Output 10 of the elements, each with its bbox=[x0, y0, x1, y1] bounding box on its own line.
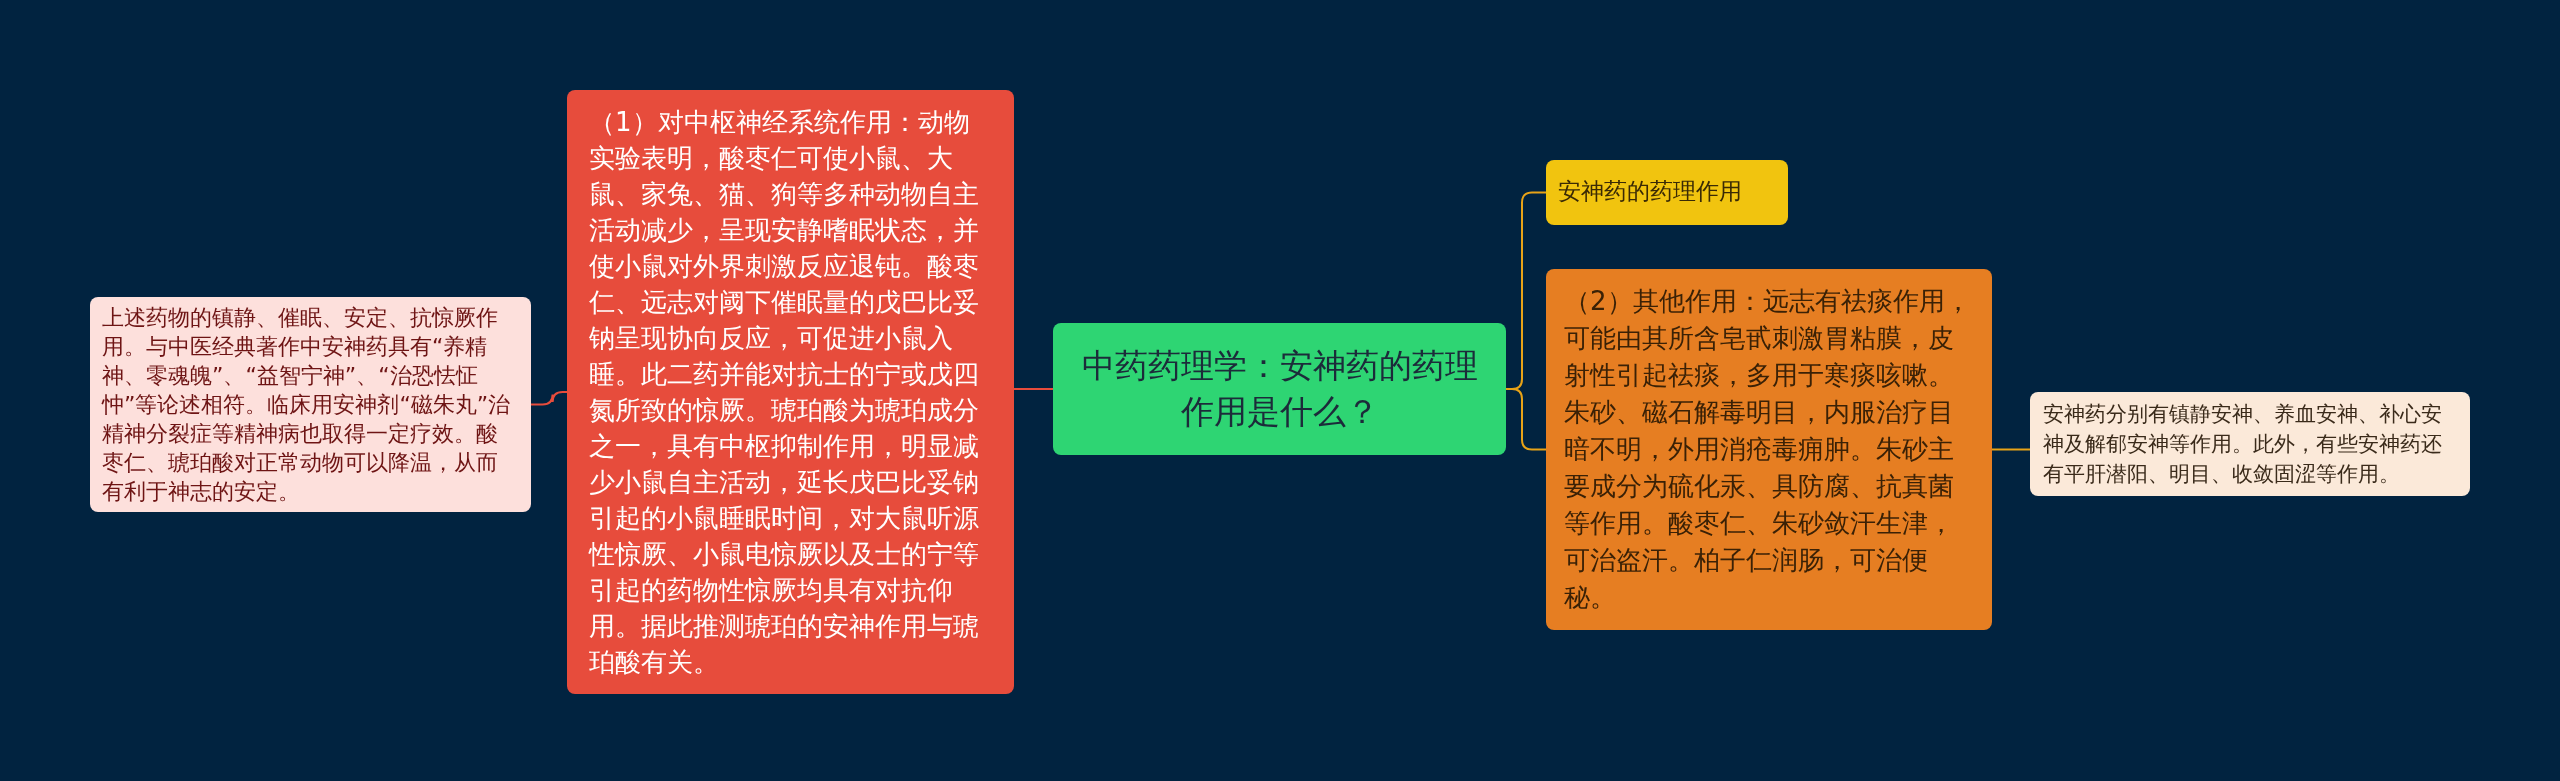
note-box: 上述药物的镇静、催眠、安定、抗惊厥作用。与中医经典著作中安神药具有“养精神、零魂魄”、“益智宁神”、“治恐怯怔忡”等论述相符。临床用安神剂“磁朱丸”治精神分裂症等精神病也取得一定疗效。酸枣仁、琥珀酸对正常动物可以降温，从而有利于神志的安定。 bbox=[90, 297, 531, 512]
connector-line bbox=[530, 391, 568, 406]
branch-box: 安神药的药理作用 bbox=[1546, 160, 1788, 225]
content-box: （1）对中枢神经系统作用：动物实验表明，酸枣仁可使小鼠、大鼠、家兔、猫、狗等多种动物自主活动减少，呈现安静嗜眠状态，并使小鼠对外界刺激反应退钝。酸枣仁、远志对阈下催眠量的戊巴比妥钠呈现协向反应，可促进小鼠入睡。此二药并能对抗士的宁或戊四氮所致的惊厥。琥珀酸为琥珀成分之一，具有中枢抑制作用，明显减少小鼠自主活动，延长戊巴比妥钠引起的小鼠睡眠时间，对大鼠听源性惊厥、小鼠电惊厥以及士的宁等引起的药物性惊厥均具有对抗仰用。据此推测琥珀的安神作用与琥珀酸有关。 bbox=[567, 90, 1014, 694]
content-box: （2）其他作用：远志有祛痰作用，可能由其所含皂甙刺激胃粘膜，皮射性引起祛痰，多用于寒痰咳嗽。朱砂、磁石解毒明目，内服治疗目暗不明，外用消疮毒痈肿。朱砂主要成分为硫化汞、具防腐、抗真菌等作用。酸枣仁、朱砂敛汗生津，可治盗汗。柏子仁润肠，可治便秘。 bbox=[1546, 269, 1992, 630]
connector-line bbox=[1991, 448, 2031, 451]
topic-box: 中药药理学：安神药的药理作用是什么？ bbox=[1053, 323, 1506, 455]
note-box: 安神药分别有镇静安神、养血安神、补心安神及解郁安神等作用。此外，有些安神药还有平肝潜阳、明目、收敛固涩等作用。 bbox=[2030, 392, 2470, 496]
connector-line bbox=[1013, 388, 1054, 390]
connector-line bbox=[1505, 388, 1547, 451]
